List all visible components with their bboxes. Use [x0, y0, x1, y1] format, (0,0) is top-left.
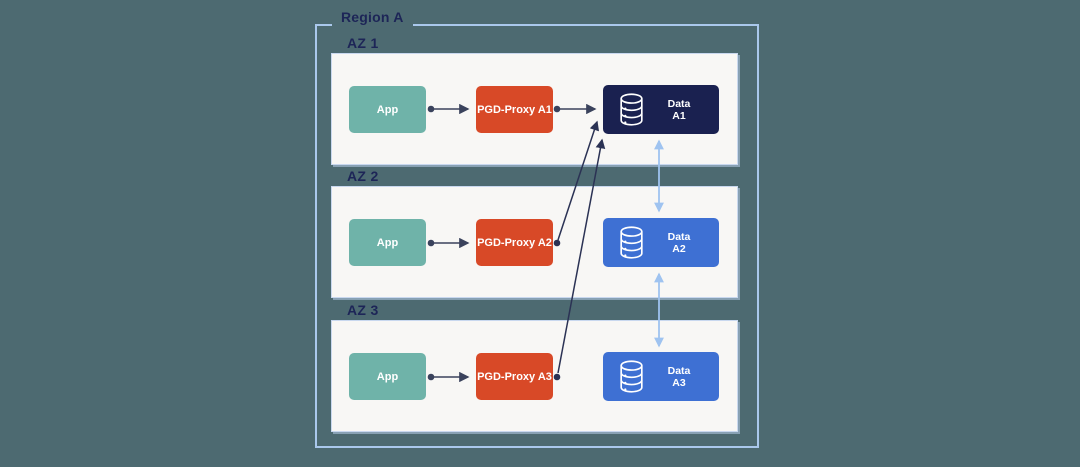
az3-label: AZ 3 [347, 302, 379, 318]
az2-pgd-proxy-node: PGD-Proxy A2 [476, 219, 553, 266]
data-label-line2: A3 [672, 376, 686, 389]
data-label-line1: Data [667, 364, 691, 377]
az1-app-node: App [349, 86, 426, 133]
az1-data-node: Data A1 [603, 85, 719, 134]
region-box [315, 24, 759, 448]
az2-app-node: App [349, 219, 426, 266]
database-icon [620, 226, 643, 259]
az3-pgd-proxy-node: PGD-Proxy A3 [476, 353, 553, 400]
az3-panel: App PGD-Proxy A3 Data A3 [331, 320, 738, 432]
az2-label: AZ 2 [347, 168, 379, 184]
data-label-line2: A1 [672, 109, 686, 122]
az1-panel: App PGD-Proxy A1 Data A1 [331, 53, 738, 165]
az1-pgd-proxy-node: PGD-Proxy A1 [476, 86, 553, 133]
database-icon [620, 360, 643, 393]
region-label: Region A [332, 7, 413, 27]
data-label-line1: Data [667, 97, 691, 110]
az1-label: AZ 1 [347, 35, 379, 51]
az1-data-label: Data A1 [645, 98, 719, 122]
az2-panel: App PGD-Proxy A2 Data A2 [331, 186, 738, 298]
data-label-line2: A2 [672, 242, 686, 255]
az3-data-label: Data A3 [645, 365, 719, 389]
az3-app-node: App [349, 353, 426, 400]
az3-data-node: Data A3 [603, 352, 719, 401]
data-label-line1: Data [667, 230, 691, 243]
database-icon [620, 93, 643, 126]
az2-data-label: Data A2 [645, 231, 719, 255]
az2-data-node: Data A2 [603, 218, 719, 267]
